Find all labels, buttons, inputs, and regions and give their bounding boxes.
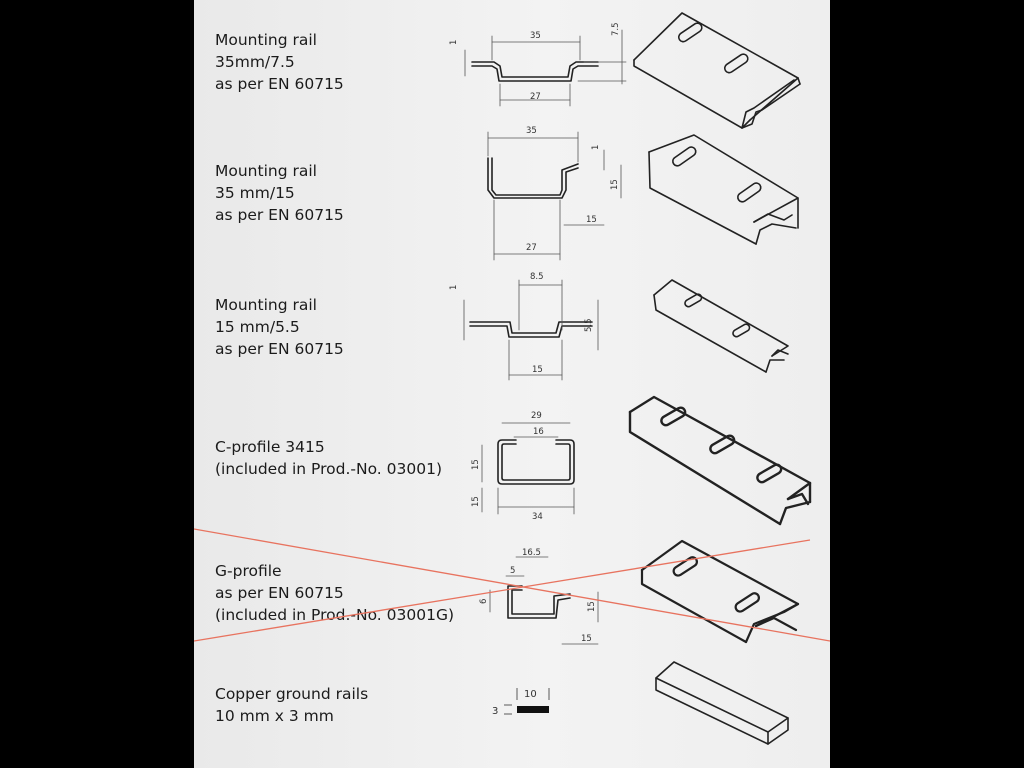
rail-35-7-5-3d-view [633, 12, 801, 129]
rail-35-15-label: Mounting rail 35 mm/15 as per EN 60715 [215, 160, 344, 226]
rail-35-7-5-cross-section [471, 61, 599, 82]
rail-15-5-5-thickness-label: 1 [449, 285, 459, 290]
rail-35-15-width-label: 35 [526, 126, 537, 136]
rail-35-7-5-base-label: 27 [530, 92, 541, 102]
rail-15-5-5-3d-view [653, 279, 789, 373]
rail-35-7-5-line-3: as per EN 60715 [215, 75, 344, 93]
rail-35-15-line-3: as per EN 60715 [215, 206, 344, 224]
c-profile-height-label: 15 [471, 459, 481, 470]
rail-15-5-5-line-2: 15 mm/5.5 [215, 318, 300, 336]
g-profile-flange-label: 15 [581, 634, 592, 644]
rail-15-5-5-line-1: Mounting rail [215, 296, 317, 314]
rail-15-5-5-base-label: 15 [532, 365, 543, 375]
dimension-labels: 35 27 1 7.5 35 27 1 15 15 8.5 15 1 5.5 2… [449, 22, 621, 717]
g-profile-line-1: G-profile [215, 562, 282, 580]
g-profile-label: G-profile as per EN 60715 (included in P… [215, 560, 454, 626]
copper-ground-rail-line-1: Copper ground rails [215, 685, 369, 703]
rail-35-15-line-1: Mounting rail [215, 162, 317, 180]
rail-35-15-3d-view [648, 134, 799, 245]
drawings-canvas: 35 27 1 7.5 35 27 1 15 15 8.5 15 1 5.5 2… [194, 12, 830, 745]
g-profile-gap-label: 5 [510, 566, 515, 576]
c-profile-label: C-profile 3415 (included in Prod.-No. 03… [215, 436, 442, 480]
g-profile-dimensions [489, 556, 599, 645]
rail-35-15-height-label: 15 [610, 179, 620, 190]
rail-35-7-5-line-1: Mounting rail [215, 31, 317, 49]
copper-thickness-label: 3 [492, 706, 498, 717]
rail-15-5-5-line-3: as per EN 60715 [215, 340, 344, 358]
c-profile-cross-section [497, 439, 575, 485]
g-profile-line-3: (included in Prod.-No. 03001G) [215, 606, 455, 624]
rail-15-5-5-cross-section [469, 321, 593, 338]
rail-35-7-5-height-label: 7.5 [611, 22, 621, 36]
rail-35-7-5-width-label: 35 [530, 31, 541, 41]
rail-35-7-5-label: Mounting rail 35mm/7.5 as per EN 60715 [215, 29, 344, 95]
rail-35-15-base-label: 27 [526, 243, 537, 253]
rail-15-5-5-label: Mounting rail 15 mm/5.5 as per EN 60715 [215, 294, 344, 360]
g-profile-3d-view [640, 539, 800, 644]
catalog-panel: Mounting rail 35mm/7.5 as per EN 60715 M… [194, 0, 830, 768]
g-profile-lip-label: 6 [479, 599, 489, 604]
c-profile-opening-label: 16 [533, 427, 544, 437]
g-profile-cross-section [507, 585, 571, 619]
copper-ground-rail-3d-view [655, 661, 789, 745]
g-profile-width-label: 16.5 [522, 548, 541, 558]
copper-ground-rail-label: Copper ground rails 10 mm x 3 mm [215, 683, 368, 727]
rail-35-15-line-2: 35 mm/15 [215, 184, 295, 202]
c-profile-lip-label: 15 [471, 496, 481, 507]
rail-35-15-flange-label: 15 [586, 215, 597, 225]
g-profile-line-2: as per EN 60715 [215, 584, 344, 602]
rail-35-15-thickness-label: 1 [591, 145, 601, 150]
rail-35-7-5-dimensions [464, 29, 627, 107]
rail-15-5-5-width-label: 8.5 [530, 272, 544, 282]
copper-ground-rail-line-2: 10 mm x 3 mm [215, 707, 334, 725]
rail-35-15-cross-section [487, 157, 579, 199]
rail-15-5-5-dimensions [463, 279, 599, 381]
c-profile-width-label: 29 [531, 411, 542, 421]
c-profile-dimensions [481, 422, 575, 515]
c-profile-base-label: 34 [532, 512, 543, 522]
rail-35-7-5-line-2: 35mm/7.5 [215, 53, 295, 71]
g-profile-height-label: 15 [587, 601, 597, 612]
rail-15-5-5-height-label: 5.5 [584, 318, 594, 332]
c-profile-3d-view [628, 395, 812, 526]
rail-35-7-5-thickness-label: 1 [449, 40, 459, 45]
c-profile-line-2: (included in Prod.-No. 03001) [215, 460, 442, 478]
rail-35-15-dimensions [487, 131, 622, 261]
c-profile-line-1: C-profile 3415 [215, 438, 325, 456]
copper-width-label: 10 [524, 689, 537, 700]
g-profile-cross-out [194, 528, 830, 642]
copper-ground-rail-cross-section [504, 688, 550, 715]
